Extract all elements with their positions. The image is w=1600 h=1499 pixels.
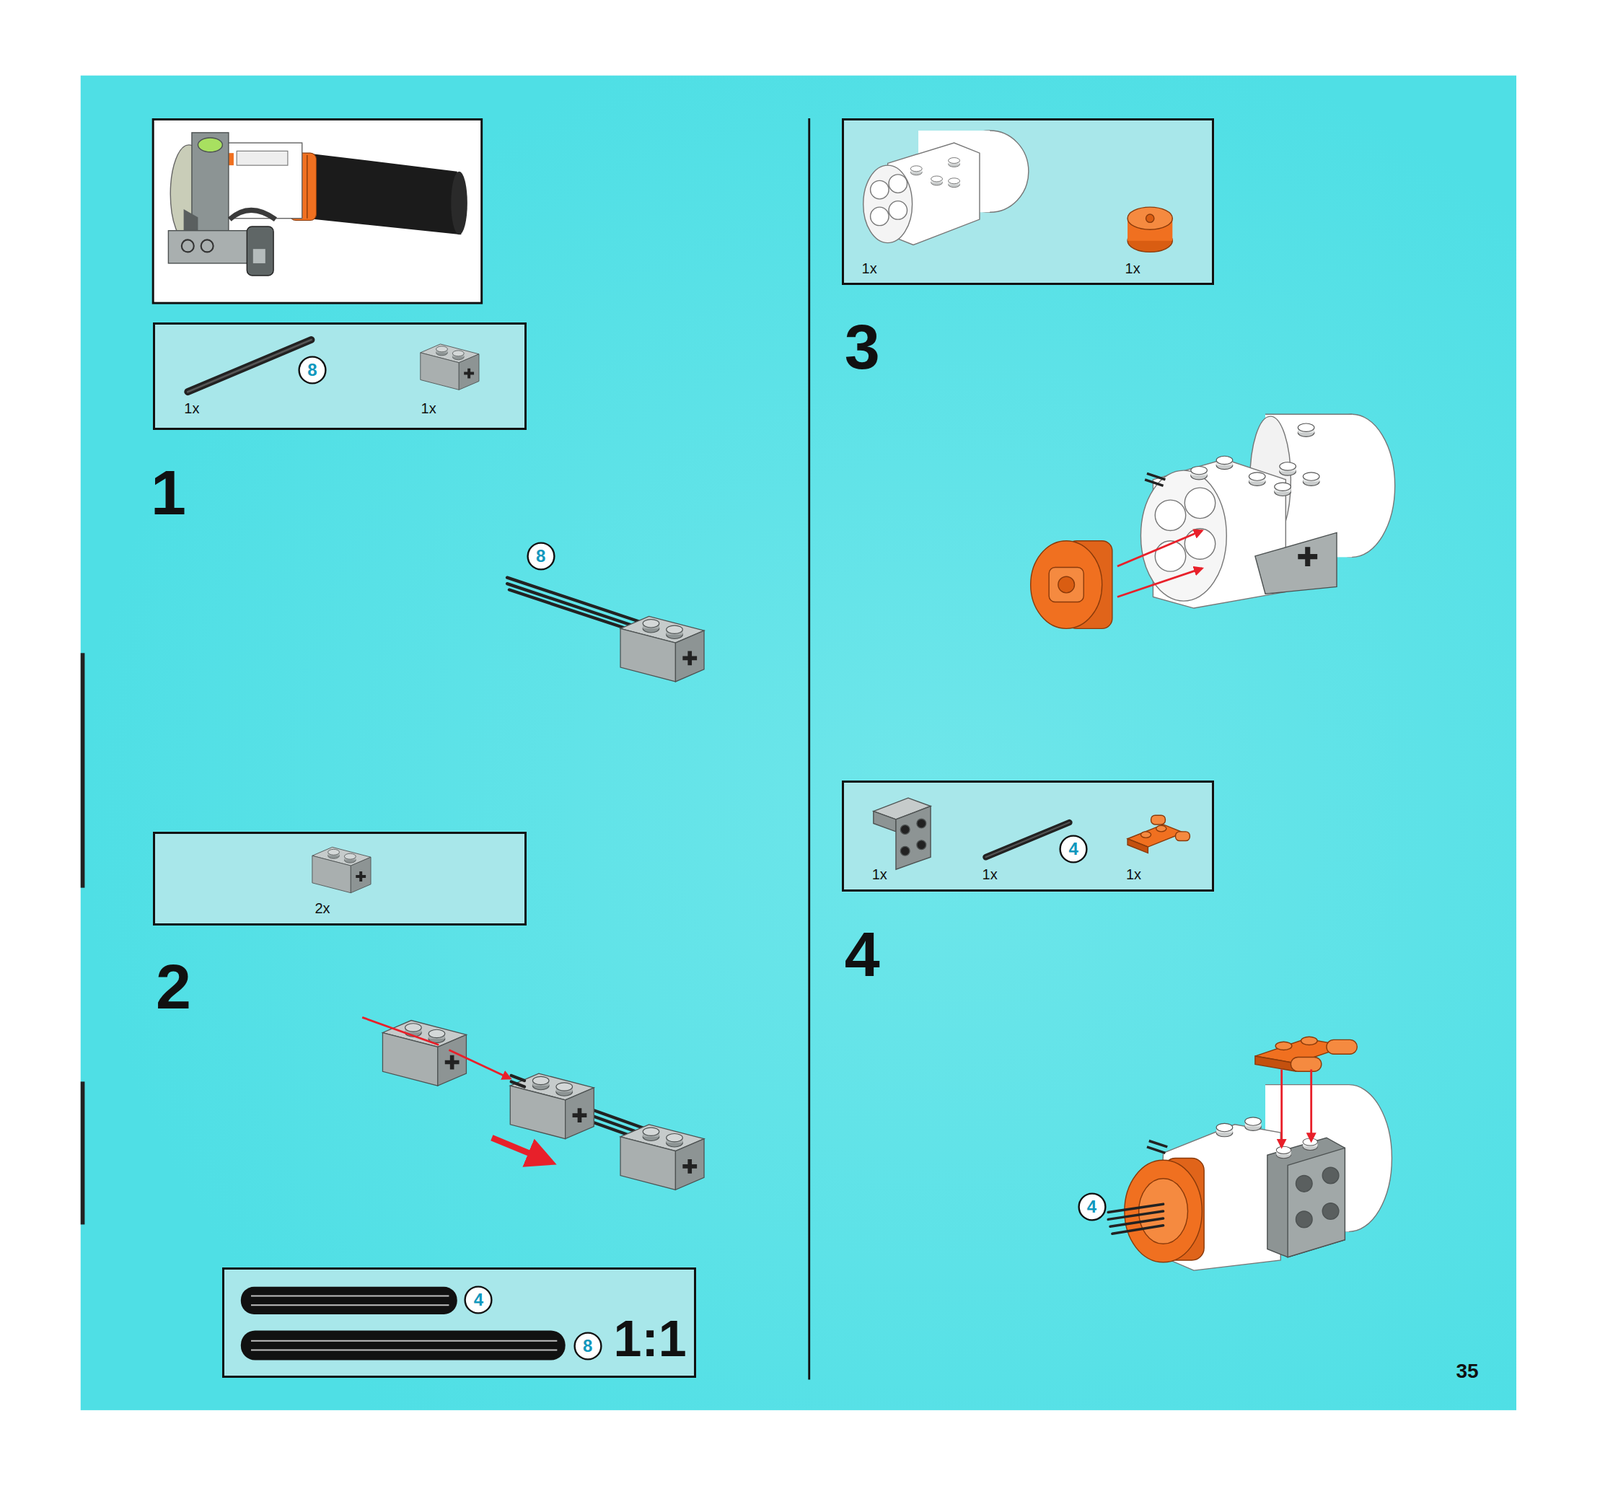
callout-number-circle: 4 bbox=[1077, 1192, 1107, 1222]
page-number: 35 bbox=[1456, 1361, 1479, 1382]
callout-circle bbox=[1078, 1193, 1106, 1221]
part-count: 1x bbox=[1126, 867, 1142, 882]
step-number: 4 bbox=[844, 922, 881, 987]
part-count: 2x bbox=[314, 900, 330, 916]
callout-number-circle: 8 bbox=[526, 541, 556, 571]
callout-number-circle: 4 bbox=[463, 1285, 493, 1315]
callout-number: 4 bbox=[473, 1291, 484, 1309]
callout-number-circle: 8 bbox=[297, 355, 327, 385]
callout-number-circle: 8 bbox=[573, 1331, 603, 1361]
callout-circle bbox=[298, 357, 326, 384]
callout-circle bbox=[527, 543, 555, 570]
parts-callout-box: 4 1x 1x 1x bbox=[841, 780, 1215, 892]
callout-circle bbox=[1060, 835, 1088, 863]
step-number: 3 bbox=[844, 315, 881, 379]
parts-callout-box: 1x 1x bbox=[841, 118, 1215, 285]
callout-circle bbox=[465, 1286, 492, 1314]
callout-number-circle: 4 bbox=[1058, 834, 1088, 864]
scale-text: 1:1 bbox=[613, 1313, 687, 1365]
parts-callout-box: 2x bbox=[152, 831, 527, 926]
scale-box: 4 8 1:1 bbox=[222, 1267, 696, 1378]
part-count: 1x bbox=[183, 401, 200, 416]
part-count: 1x bbox=[872, 867, 888, 882]
callout-circle bbox=[574, 1332, 601, 1360]
callout-number: 8 bbox=[535, 547, 546, 565]
part-count: 1x bbox=[421, 401, 437, 416]
part-count: 1x bbox=[1125, 261, 1141, 276]
parts-callout-box: 8 1x 1x bbox=[152, 322, 527, 430]
step-number: 2 bbox=[155, 955, 192, 1019]
callout-number: 8 bbox=[582, 1337, 593, 1355]
callout-number: 4 bbox=[1087, 1198, 1097, 1216]
callout-number: 8 bbox=[307, 361, 317, 379]
part-count: 1x bbox=[982, 867, 998, 882]
callout-number: 4 bbox=[1068, 840, 1078, 858]
part-count: 1x bbox=[862, 261, 878, 276]
step-number: 1 bbox=[150, 460, 187, 525]
